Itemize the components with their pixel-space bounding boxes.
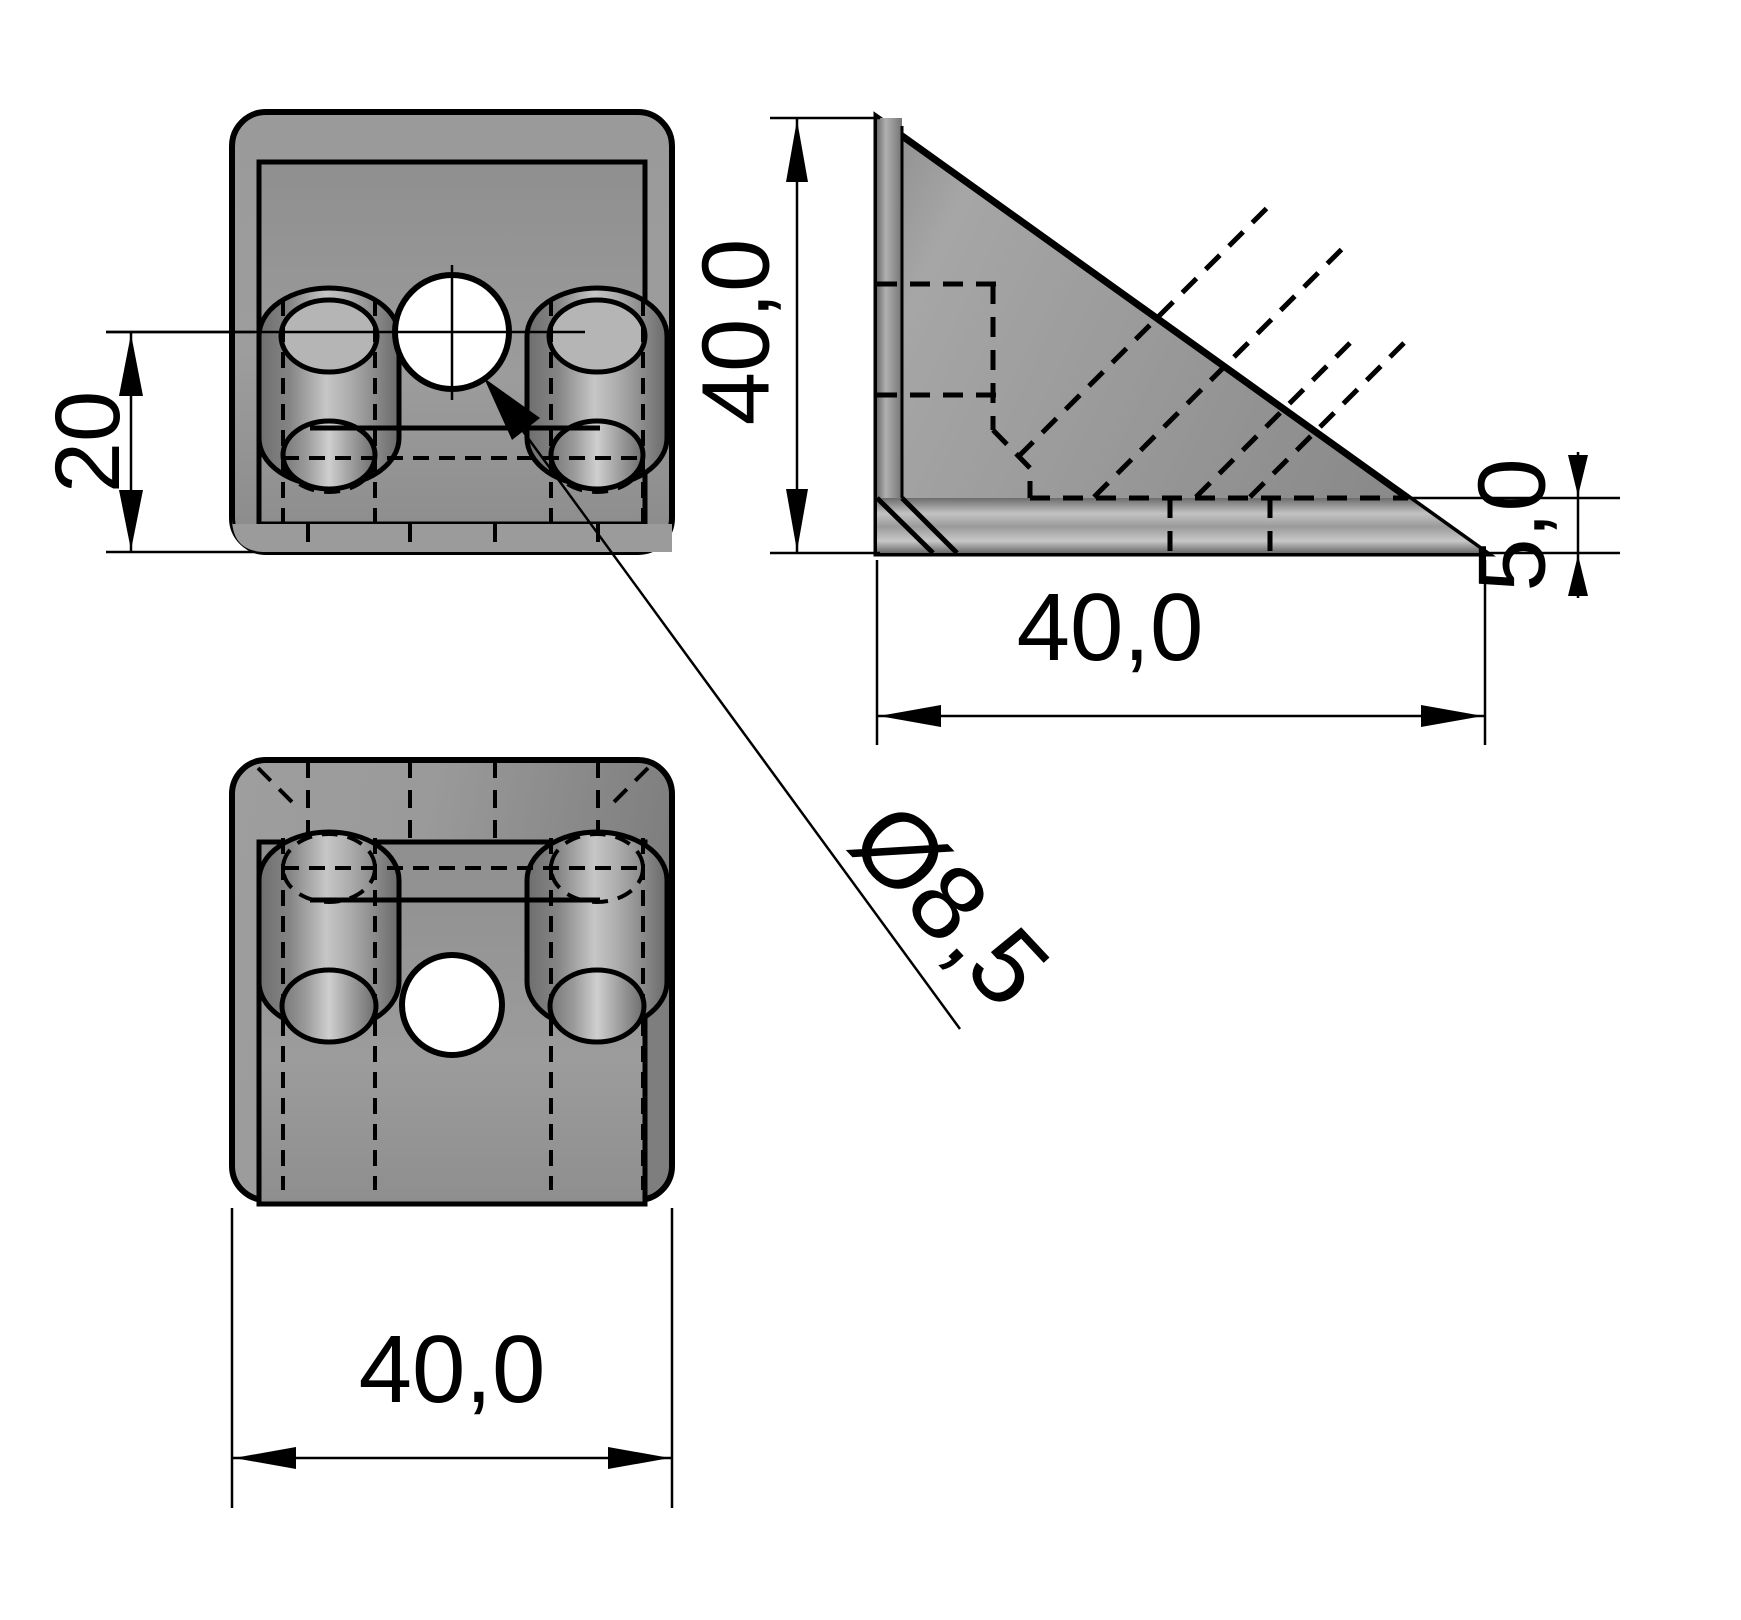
front-view-right-bore: [524, 285, 670, 524]
dim-w40b-label: 40,0: [359, 1316, 546, 1423]
side-view-base-strip: [877, 498, 1485, 553]
front-view-bottom-band: [232, 518, 672, 552]
dim-h40-label: 40,0: [683, 239, 790, 426]
dim-h40-arrow-top: [786, 120, 808, 182]
dim-height-40-group: 40,0: [683, 116, 880, 555]
dim-20-label: 20: [37, 391, 139, 493]
dim-diameter-85-label: Ø8,5: [828, 781, 1071, 1030]
right-bore-lower-ellipse: [548, 418, 646, 492]
bv-left-bore-lower-ellipse: [279, 967, 379, 1045]
side-view-left-flange: [877, 118, 902, 553]
dim-w40s-label: 40,0: [1017, 574, 1204, 681]
dim-w40s-arrow-right: [1421, 705, 1483, 727]
diameter-leader-arrowhead: [484, 378, 540, 440]
right-bore-top-ellipse: [546, 297, 648, 375]
front-view-left-bore: [256, 285, 402, 524]
dim-w40s-arrow-left: [879, 705, 941, 727]
left-bore-lower-ellipse: [280, 418, 378, 492]
front-view: [106, 109, 675, 555]
side-view-visible-corner-lines: [875, 496, 959, 555]
bottom-view-left-bore: [256, 829, 402, 1190]
dim-width-40-side-group: 40,0: [875, 560, 1487, 745]
bottom-view: [229, 757, 675, 1207]
dim-w40b-arrow-right: [608, 1447, 670, 1469]
dim-20-group: 20: [37, 330, 255, 554]
bv-right-bore-lower-ellipse: [547, 967, 647, 1045]
dim-w40b-arrow-left: [234, 1447, 296, 1469]
dim-thickness-5-group: 5,0: [1400, 452, 1620, 598]
dim-20-arrow-top: [119, 334, 143, 396]
side-view: [873, 111, 1496, 557]
side-view-hidden-lines: [877, 205, 1408, 553]
dim-5-label: 5,0: [1459, 458, 1566, 591]
diameter-leader-line: [485, 381, 962, 1030]
side-view-triangle-body: [873, 111, 1496, 557]
front-view-hidden-band-lines: [306, 524, 600, 552]
dim-5-arrow-lower: [1568, 555, 1588, 596]
bottom-view-center-hole: [399, 952, 505, 1058]
dim-5-arrow-upper: [1568, 455, 1588, 496]
dim-20-arrow-bottom: [119, 490, 143, 550]
dim-h40-arrow-bottom: [786, 489, 808, 551]
dim-width-40-bottom-group: 40,0: [230, 1208, 674, 1508]
left-bore-top-ellipse: [278, 297, 380, 375]
